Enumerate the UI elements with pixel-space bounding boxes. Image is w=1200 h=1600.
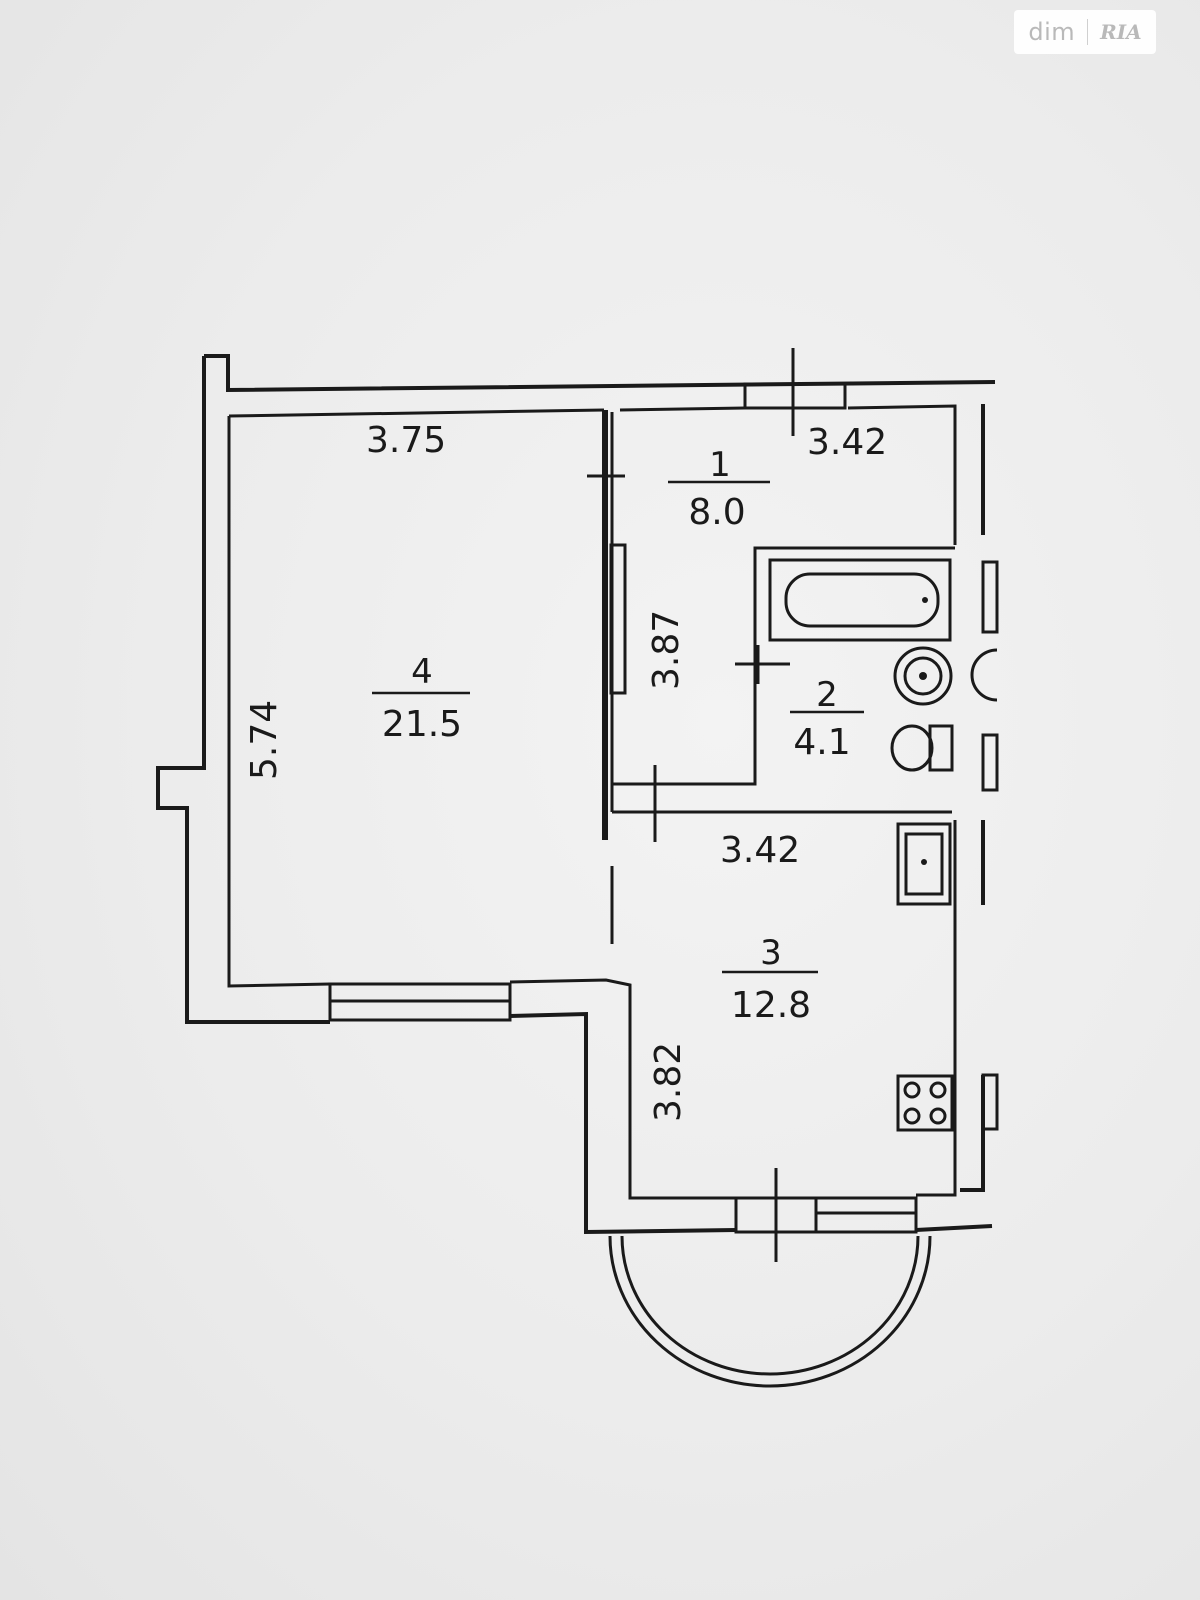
room-area: 12.8: [731, 985, 811, 1026]
balcony: [608, 1235, 932, 1388]
room-number: 2: [816, 675, 838, 715]
door-ticks: [653, 645, 790, 842]
neighbour-fixtures: [970, 560, 999, 1131]
room-4-label: 4 21.5: [372, 652, 470, 745]
room-3-label: 3 12.8: [722, 933, 818, 1026]
room-1-label: 1 8.0: [668, 445, 770, 533]
room-area: 8.0: [688, 492, 745, 533]
dimension-room3-length: 3.82: [648, 1042, 689, 1122]
dimension-room1-length: 3.87: [646, 610, 687, 690]
watermark-dim-text: dim: [1028, 18, 1076, 46]
room-number: 1: [709, 445, 731, 485]
watermark-ria-text: RIA: [1100, 20, 1142, 44]
window-room3: [734, 1168, 918, 1262]
interior-walls: [227, 404, 957, 1200]
bathtub: [768, 558, 952, 642]
dimension-room3-width: 3.42: [720, 830, 800, 871]
stove: [896, 1074, 954, 1132]
watermark-divider: [1087, 19, 1089, 45]
window-room1: [743, 348, 847, 436]
exterior-walls: [156, 354, 996, 1235]
room-2-label: 2 4.1: [790, 675, 864, 763]
dimension-room4-width: 3.75: [366, 420, 446, 461]
dimension-room1-width: 3.42: [807, 422, 887, 463]
window-room4: [328, 982, 512, 1022]
partition-door: [587, 410, 627, 840]
toilet: [890, 724, 954, 772]
room-number: 3: [760, 933, 782, 973]
room-area: 4.1: [793, 722, 850, 763]
room-number: 4: [411, 652, 433, 692]
watermark-logo: dim RIA: [1014, 10, 1156, 54]
kitchen-sink: [896, 822, 952, 906]
room-area: 21.5: [382, 704, 462, 745]
dimension-room4-length: 5.74: [244, 700, 285, 780]
washbasin: [893, 646, 953, 706]
